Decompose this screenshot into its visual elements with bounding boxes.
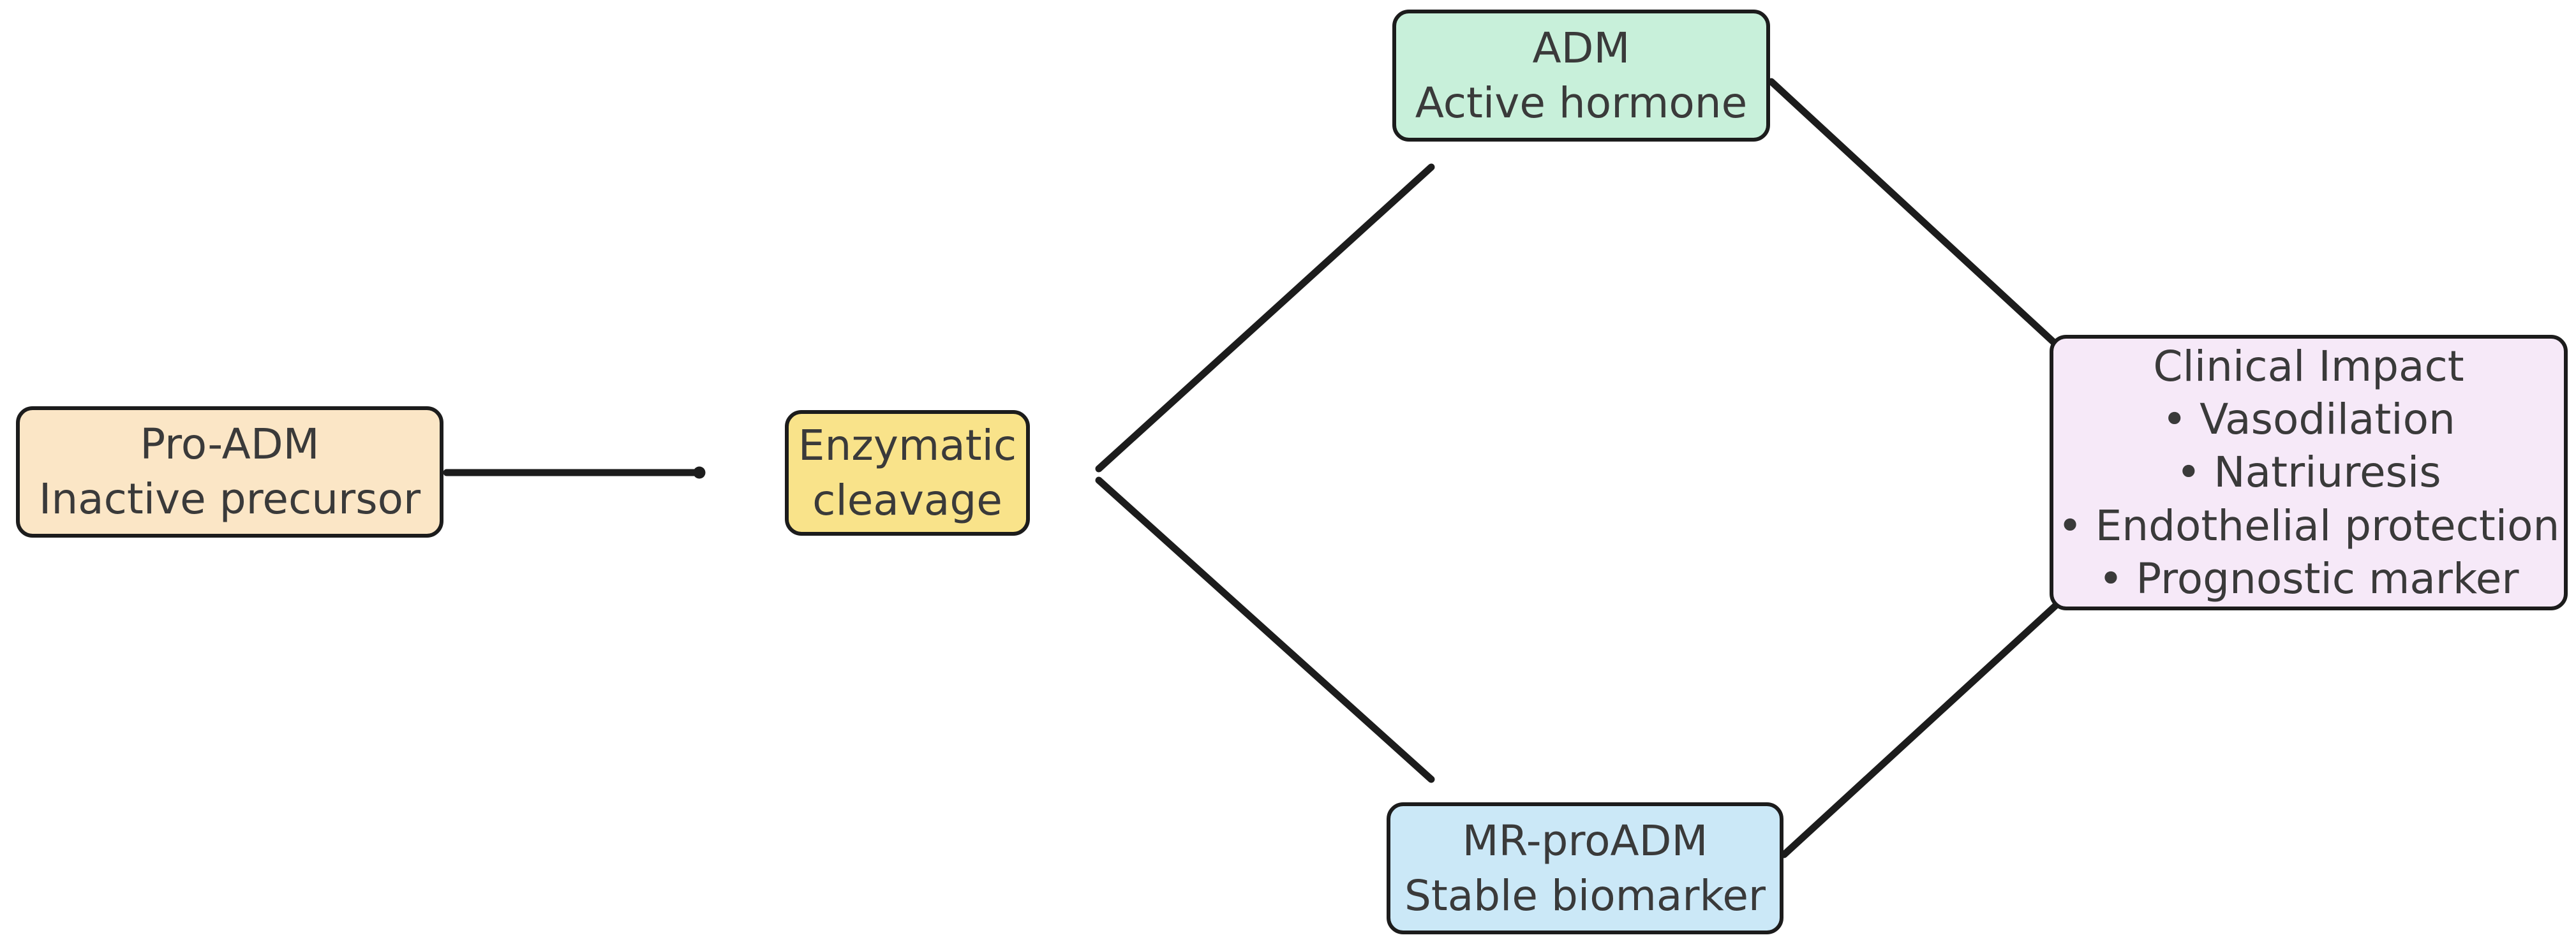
node-pro-adm-subtitle: Inactive precursor bbox=[38, 475, 421, 524]
clinical-impact-item-text: Prognostic marker bbox=[2136, 554, 2519, 603]
connector-endpoint-dot bbox=[693, 466, 706, 479]
node-enzymatic-cleavage-title: Enzymatic bbox=[798, 420, 1017, 470]
connector-mrproadm-to-clinical bbox=[1780, 602, 2059, 858]
bullet-glyph: • bbox=[2098, 554, 2124, 603]
connector-cleavage-to-mrproadm bbox=[1095, 476, 1435, 783]
node-mr-proadm-title: MR-proADM bbox=[1462, 816, 1708, 865]
clinical-impact-item-text: Natriuresis bbox=[2214, 448, 2441, 497]
clinical-impact-item-text: Endothelial protection bbox=[2095, 501, 2560, 550]
bullet-glyph: • bbox=[2176, 448, 2201, 497]
node-mr-proadm: MR-proADM Stable biomarker bbox=[1387, 802, 1783, 934]
node-adm-title: ADM bbox=[1532, 23, 1630, 73]
node-pro-adm: Pro-ADM Inactive precursor bbox=[16, 406, 443, 538]
node-pro-adm-title: Pro-ADM bbox=[140, 420, 320, 469]
clinical-impact-item-text: Vasodilation bbox=[2200, 395, 2455, 445]
node-enzymatic-cleavage: Enzymatic cleavage bbox=[785, 410, 1030, 536]
node-adm-subtitle: Active hormone bbox=[1415, 78, 1748, 128]
clinical-impact-item: •Prognostic marker bbox=[2098, 552, 2519, 605]
connector-adm-to-clinical bbox=[1768, 78, 2059, 347]
clinical-impact-item: •Endothelial protection bbox=[2058, 499, 2560, 552]
node-enzymatic-cleavage-subtitle: cleavage bbox=[812, 475, 1002, 525]
clinical-impact-title: Clinical Impact bbox=[2153, 342, 2464, 392]
clinical-impact-item: • Vasodilation bbox=[2162, 393, 2455, 446]
bullet-glyph: • bbox=[2162, 395, 2187, 445]
node-adm: ADM Active hormone bbox=[1392, 10, 1770, 142]
bullet-glyph: • bbox=[2057, 501, 2083, 550]
connector-cleavage-to-adm bbox=[1095, 163, 1435, 473]
clinical-impact-item: • Natriuresis bbox=[2176, 446, 2441, 499]
node-mr-proadm-subtitle: Stable biomarker bbox=[1404, 871, 1766, 920]
node-clinical-impact: Clinical Impact •Vasodilation •Natriures… bbox=[2050, 335, 2568, 610]
